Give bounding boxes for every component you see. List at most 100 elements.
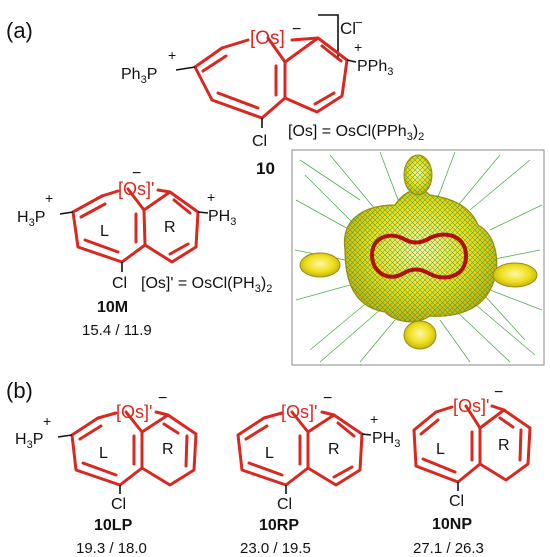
structure-10M <box>59 187 209 272</box>
ring-label-R-10LP: R <box>162 441 174 458</box>
isosurface-lobe-left <box>299 252 341 278</box>
double-bond <box>216 91 260 110</box>
p-bond-right <box>197 211 209 214</box>
os-label-10RP: [Os]' <box>281 402 317 422</box>
compound-id-10M: 10M <box>97 299 128 316</box>
os-bond-right <box>490 404 506 412</box>
os-label-10: [Os] <box>250 28 285 49</box>
p-bond-left <box>57 434 73 438</box>
plus-left-10: + <box>168 47 176 63</box>
double-bond <box>162 422 180 435</box>
os-charge-10M: − <box>132 165 141 182</box>
os-bond-right <box>290 36 320 42</box>
double-bond <box>78 424 103 441</box>
p-bond-right <box>361 433 372 436</box>
isosurface-lobe-top-mesh <box>404 155 432 195</box>
os-bond-right <box>320 410 336 417</box>
os-definition-10M: [Os]' = OsCl(PH3)2 <box>141 275 272 295</box>
isosurface-lobe-bottom <box>403 320 437 350</box>
ring-label-L-10NP: L <box>436 441 445 458</box>
ring-label-R-10RP: R <box>328 441 340 458</box>
ring-label-L-10M: L <box>100 223 109 240</box>
values-10M: 15.4 / 11.9 <box>82 322 152 339</box>
double-bond <box>184 434 189 468</box>
os-definition-10: [Os] = OsCl(PPh3)2 <box>288 123 424 143</box>
double-bond <box>419 418 440 436</box>
os-charge-10LP: − <box>158 390 167 407</box>
os-charge-10NP: − <box>494 384 503 401</box>
ring-left-bonds <box>193 36 287 120</box>
isosurface-mesh <box>344 189 497 322</box>
pph3-left-10: Ph3P <box>121 66 157 86</box>
plus-right-10RP: + <box>370 411 378 427</box>
ring-current-loop <box>369 232 469 280</box>
os-charge-10RP: − <box>323 390 332 407</box>
ring-label-R-10M: R <box>164 219 176 236</box>
pph3-right-10: PPh3 <box>357 58 393 78</box>
values-10LP: 19.3 / 18.0 <box>76 540 147 557</box>
double-bond <box>79 202 107 219</box>
os-bond-left <box>434 405 454 414</box>
ph3-left-10LP: H3P <box>15 431 43 451</box>
p-bond-left <box>59 211 74 215</box>
os-bond-left <box>100 189 120 198</box>
structure-10RP <box>236 410 372 494</box>
double-bond <box>332 465 354 479</box>
ring-right-bonds <box>140 413 198 487</box>
cl-label-10M: Cl <box>112 275 127 292</box>
plus-right-10M: + <box>207 189 215 205</box>
compound-id-10LP: 10LP <box>94 517 133 534</box>
double-bond <box>172 198 192 215</box>
ph3-left-10M: H3P <box>17 209 45 229</box>
double-bond <box>168 242 190 256</box>
cl-label-10NP: Cl <box>449 493 464 510</box>
counter-ion-10: Cl <box>340 19 356 38</box>
values-10NP: 27.1 / 26.3 <box>413 540 484 557</box>
plus-left-10M: + <box>45 190 53 206</box>
os-label-10LP: [Os]' <box>116 402 152 422</box>
ring-label-L-10RP: L <box>265 445 274 462</box>
double-bond <box>336 421 356 438</box>
double-bond <box>81 461 118 477</box>
isosurface-lobe-right <box>492 262 538 288</box>
ring-right-bonds <box>478 408 532 482</box>
panel-b-label: (b) <box>6 378 33 403</box>
ring-left-bonds <box>71 187 147 264</box>
p-bond-right <box>346 59 357 63</box>
ring-left-bonds <box>412 404 482 484</box>
ring-label-L-10LP: L <box>99 445 108 462</box>
double-bond <box>313 91 336 106</box>
os-bond-right <box>154 410 170 417</box>
os-bond-left <box>262 411 284 420</box>
ring-right-bonds <box>306 413 364 487</box>
double-bond <box>247 461 284 477</box>
cl-label-10RP: Cl <box>277 496 292 513</box>
ph3-right-10RP: PH3 <box>372 430 400 450</box>
ring-label-R-10NP: R <box>498 437 510 454</box>
os-bond-left <box>220 38 250 50</box>
cl-label-10LP: Cl <box>111 496 126 513</box>
p-bond-left <box>175 66 196 71</box>
double-bond <box>201 54 228 73</box>
double-bond <box>421 457 457 474</box>
plus-left-10LP: + <box>43 413 51 429</box>
double-bond <box>518 428 523 462</box>
double-bond <box>244 424 269 441</box>
plus-right-10: + <box>354 39 362 55</box>
bracket-right <box>318 14 339 60</box>
ring-right-bonds <box>283 36 349 114</box>
os-label-10M: [Os]' <box>118 179 154 199</box>
os-bond-left <box>96 411 118 420</box>
os-label-10NP: [Os]' <box>453 396 489 416</box>
os-bond-right <box>156 188 172 194</box>
values-10RP: 23.0 / 19.5 <box>240 540 311 557</box>
ring-right-bonds <box>142 190 200 264</box>
compound-id-10NP: 10NP <box>432 516 472 533</box>
compound-id-10RP: 10RP <box>259 517 299 534</box>
structure-10LP <box>57 410 198 494</box>
cl-label-10: Cl <box>252 133 267 150</box>
double-bond <box>320 44 343 63</box>
structure-10NP <box>412 404 532 491</box>
